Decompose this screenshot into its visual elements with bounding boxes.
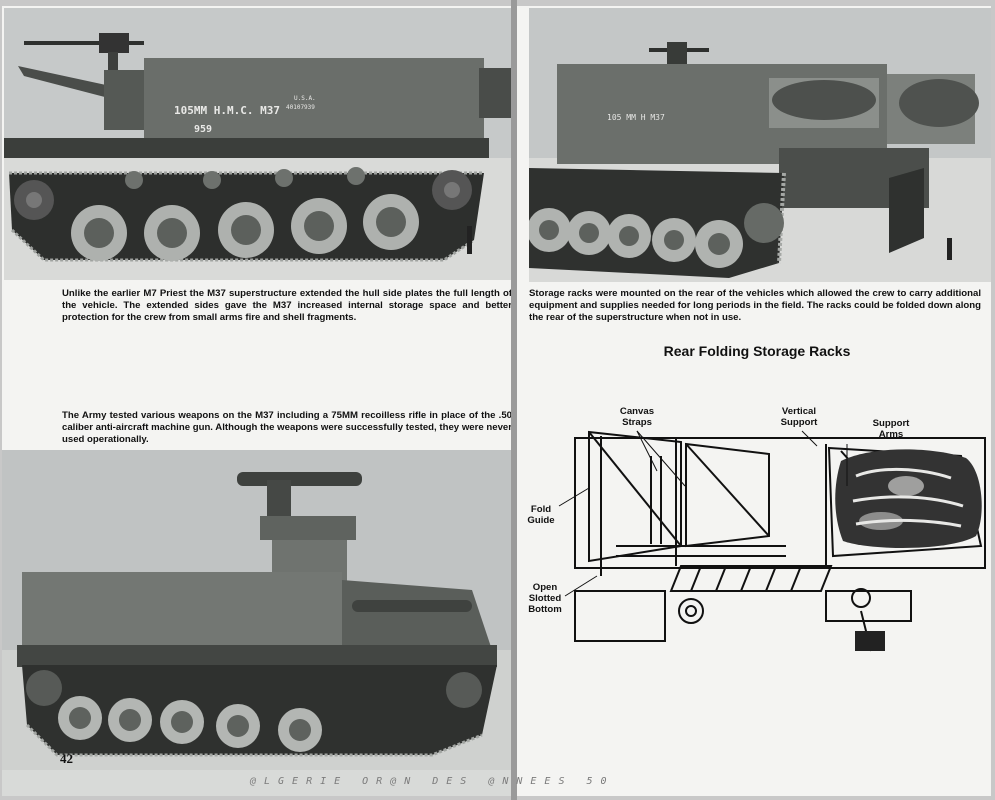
caption-recoilless-rifle: The Army tested various weapons on the M… — [62, 410, 512, 446]
label-canvas-straps: Canvas Straps — [619, 406, 655, 428]
photo-m37-side-view: 105MM H.M.C. M37 U.S.A. 40107939 959 — [4, 8, 513, 280]
bleed-through-text — [72, 348, 75, 358]
photo-m37-rear-racks: 105 MM H M37 — [529, 8, 991, 282]
storage-rack-diagram — [571, 426, 991, 656]
m37-recoilless-illustration — [2, 450, 513, 796]
label-support-arms: Support Arms — [872, 418, 910, 440]
right-page: 105 MM H M37 — [517, 6, 991, 796]
photo-m37-recoilless-rifle — [2, 450, 513, 796]
label-vertical-support: Vertical Support — [780, 406, 818, 428]
watermark-text: @LGERIE OR@N DES @NNEES 50 — [250, 776, 615, 787]
caption-side-view: Unlike the earlier M7 Priest the M37 sup… — [62, 288, 512, 324]
rear-designation-text: 105 MM H M37 — [607, 113, 665, 122]
label-open-slotted-bottom: Open Slotted Bottom — [528, 582, 562, 615]
left-page: 105MM H.M.C. M37 U.S.A. 40107939 959 — [2, 6, 513, 796]
caption-storage-racks: Storage racks were mounted on the rear o… — [529, 288, 982, 324]
hull-usa-text: U.S.A. — [294, 95, 316, 102]
m37-rear-illustration: 105 MM H M37 — [529, 8, 991, 282]
rack-line-drawing — [574, 430, 986, 652]
page-number: 42 — [60, 751, 73, 766]
label-fold-guide: Fold Guide — [527, 504, 555, 526]
hull-designation-text: 105MM H.M.C. M37 — [174, 104, 280, 117]
hull-serial-text: 40107939 — [286, 104, 315, 111]
book-gutter — [511, 0, 517, 800]
diagram-title: Rear Folding Storage Racks — [663, 343, 851, 359]
hull-number-text: 959 — [194, 124, 212, 135]
m37-side-illustration: 105MM H.M.C. M37 U.S.A. 40107939 959 — [4, 8, 513, 280]
